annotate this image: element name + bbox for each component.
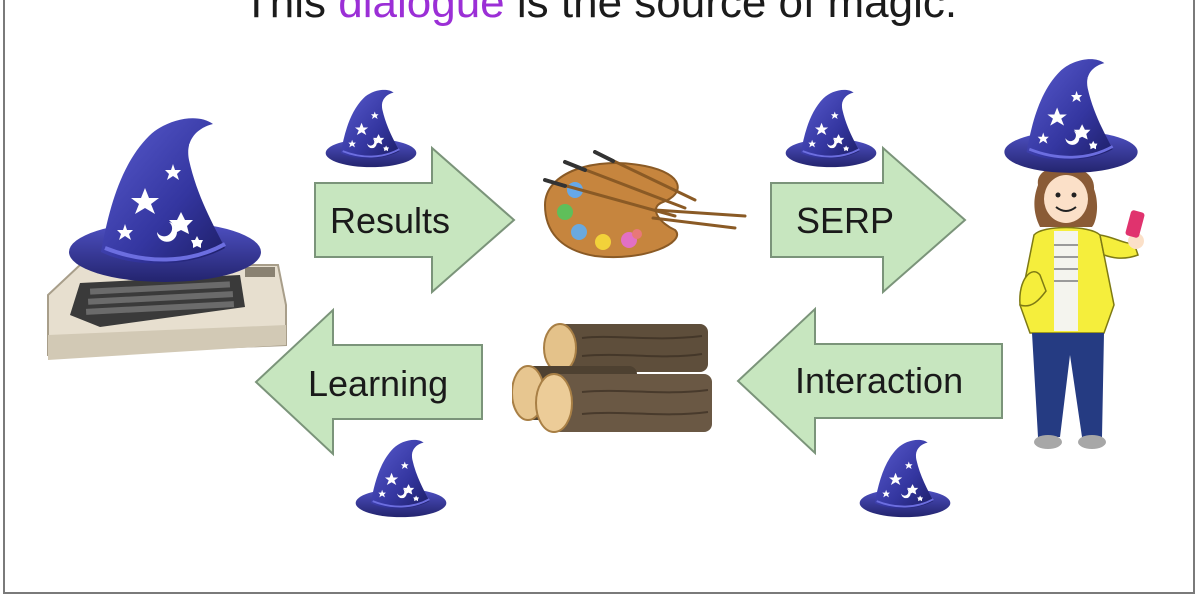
wizard-hat-small-icon bbox=[782, 85, 880, 170]
wizard-hat-large-computer-icon bbox=[65, 108, 265, 288]
slide-title: This dialogue is the source of magic. bbox=[0, 0, 1200, 28]
results-arrow bbox=[314, 145, 516, 295]
slide-frame bbox=[3, 0, 1195, 594]
wizard-hat-small-icon bbox=[322, 85, 420, 170]
wizard-hat-user-icon bbox=[1000, 52, 1142, 177]
title-text-after: is the source of magic. bbox=[504, 0, 958, 27]
computer-keyboard-icon bbox=[47, 264, 287, 360]
learning-arrow bbox=[254, 307, 483, 457]
user-girl-icon bbox=[1019, 165, 1145, 449]
paint-palette-icon bbox=[543, 150, 747, 259]
title-highlight-word: dialogue bbox=[338, 0, 505, 27]
serp-label: SERP bbox=[796, 200, 895, 241]
results-label: Results bbox=[330, 200, 451, 241]
title-text-before: This bbox=[242, 0, 339, 27]
wizard-hat-small-icon bbox=[352, 435, 450, 520]
serp-arrow bbox=[770, 145, 967, 295]
interaction-label: Interaction bbox=[795, 360, 964, 401]
wood-logs-icon bbox=[512, 323, 712, 433]
learning-label: Learning bbox=[308, 363, 449, 404]
wizard-hat-small-icon bbox=[856, 435, 954, 520]
interaction-arrow bbox=[736, 306, 1003, 456]
